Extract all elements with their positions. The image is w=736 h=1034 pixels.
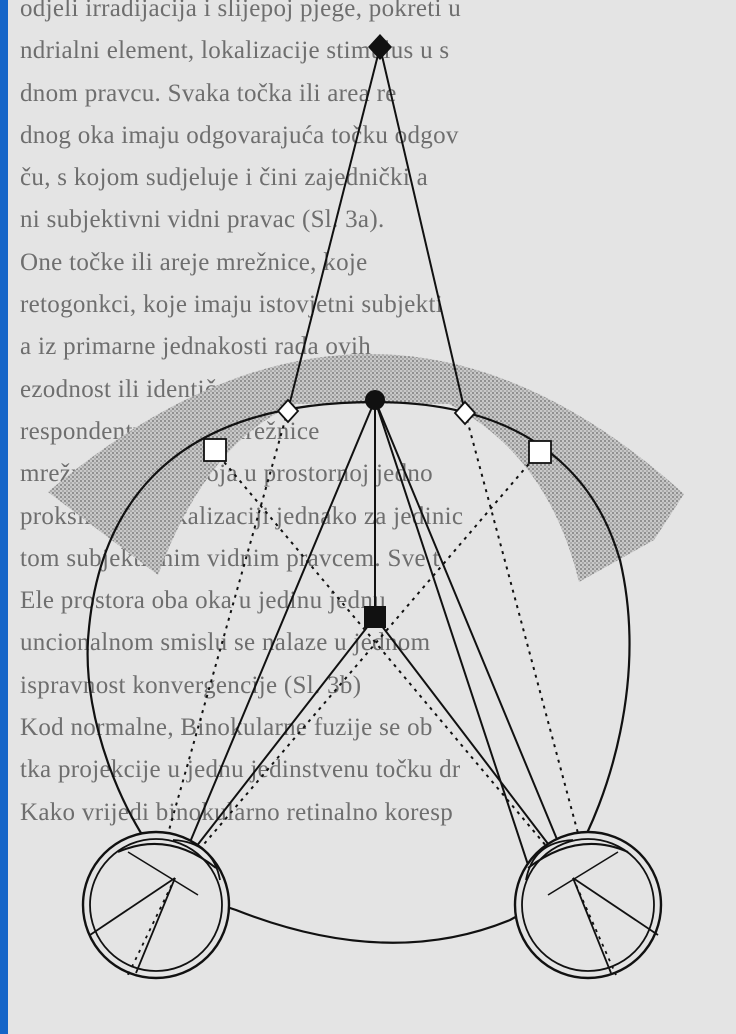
line-square-right xyxy=(375,617,568,870)
panum-area-band xyxy=(48,354,684,582)
binocular-vision-figure xyxy=(8,0,736,1034)
cyclopean-square-marker xyxy=(364,606,386,628)
left-square-marker xyxy=(204,439,226,461)
right-eye xyxy=(515,832,661,978)
right-square-marker xyxy=(529,441,551,463)
left-eye xyxy=(83,832,229,978)
dotted-left-square-to-right-eye xyxy=(214,450,573,878)
line-center-right-eye-b xyxy=(375,400,533,880)
fixation-diamond-marker xyxy=(368,34,392,60)
fixation-point-marker xyxy=(365,390,385,410)
line-square-left xyxy=(178,617,375,870)
scanned-page: odjeli irradijacija i slijepoj pjege, po… xyxy=(8,0,736,1034)
